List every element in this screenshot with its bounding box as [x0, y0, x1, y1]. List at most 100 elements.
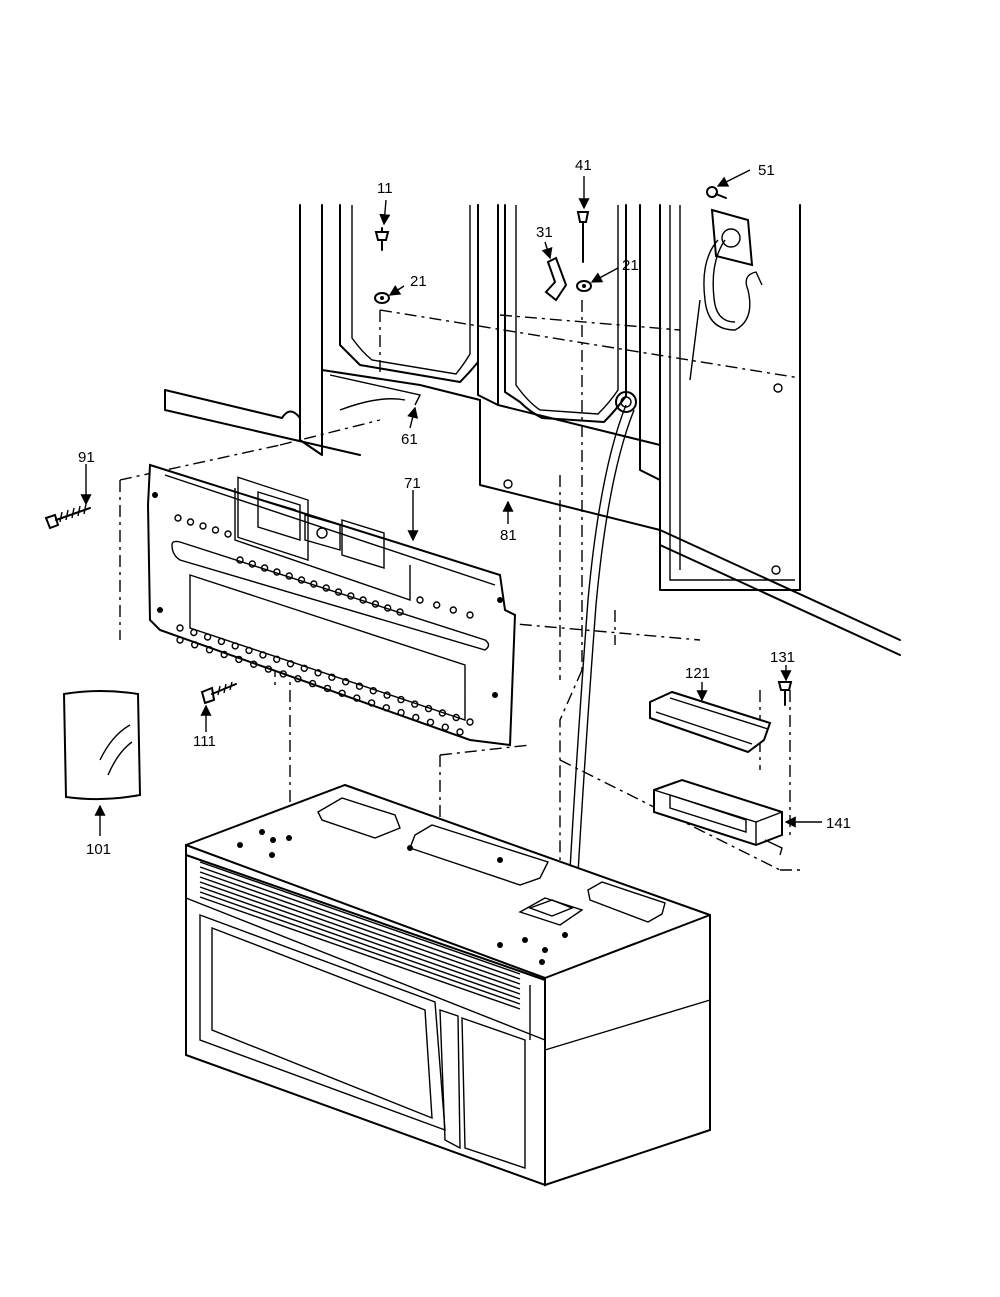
- plate-hole: [382, 704, 390, 712]
- plate-hole: [456, 728, 464, 736]
- plate-hole: [383, 691, 391, 699]
- plate-hole: [397, 695, 405, 704]
- cabinet-bottom: [164, 369, 661, 531]
- callout-141: 141: [826, 815, 851, 832]
- callout-21b: 21: [622, 257, 639, 274]
- plate-hole: [224, 530, 232, 538]
- plate-hole: [353, 694, 361, 702]
- vent-slot: [199, 861, 521, 975]
- plate-hole: [236, 556, 244, 564]
- screw-11: [374, 227, 390, 251]
- plate-hole: [217, 637, 226, 646]
- plate-hole: [466, 718, 474, 726]
- plate-hole: [338, 689, 346, 697]
- callout-labels: 11 21 31 41 21 51 61 71 81 91 101 111 12…: [78, 157, 851, 858]
- plate-hole: [273, 655, 281, 663]
- plate-hole: [220, 650, 228, 659]
- plate-hole: [205, 646, 214, 654]
- plate-hole: [322, 584, 330, 592]
- plate-hole: [369, 687, 377, 695]
- washer-21b: [576, 280, 592, 292]
- mounting-plate: [146, 463, 517, 747]
- plate-hole: [260, 564, 269, 572]
- vent-slot: [199, 876, 521, 990]
- microwave: [185, 783, 711, 1187]
- vent-slot: [199, 896, 521, 1010]
- plate-hole: [412, 713, 420, 722]
- callout-21a: 21: [410, 273, 427, 290]
- wall-outlet: [689, 208, 763, 381]
- washer-21a: [374, 292, 390, 304]
- plate-hole: [355, 682, 364, 690]
- callout-31: 31: [536, 224, 553, 241]
- plate-hole: [411, 700, 419, 708]
- plate-hole: [367, 699, 376, 707]
- plate-hole: [342, 678, 350, 686]
- bolt-91: [44, 503, 91, 530]
- plate-hole: [231, 642, 239, 650]
- plate-hole: [441, 723, 449, 731]
- wall-panel: [503, 204, 901, 656]
- power-cord: [567, 391, 637, 909]
- plate-hole: [416, 596, 424, 604]
- plate-hole: [176, 636, 184, 644]
- plate-hole: [466, 611, 474, 619]
- plate-hole: [424, 704, 433, 713]
- plate-hole: [396, 608, 404, 616]
- plate-hole: [199, 522, 207, 530]
- plate-perforations: [174, 514, 474, 736]
- plate-hole: [384, 604, 392, 612]
- vent-slot: [199, 866, 521, 980]
- plate-hole: [300, 664, 308, 672]
- callout-41: 41: [575, 157, 592, 174]
- plate-hole: [279, 670, 287, 678]
- callout-arrows: [80, 169, 822, 836]
- plate-hole: [186, 518, 195, 526]
- plate-hole: [449, 606, 457, 614]
- plate-hole: [323, 684, 332, 693]
- plate-hole: [433, 601, 441, 609]
- plate-hole: [308, 679, 317, 688]
- screw-111: [200, 681, 237, 705]
- wall-cabinet-left: [299, 204, 499, 456]
- callout-91: 91: [78, 449, 95, 466]
- callout-61: 61: [401, 431, 418, 448]
- bolt-41: [576, 211, 590, 263]
- plate-hole: [245, 646, 253, 655]
- plate-hole: [273, 568, 281, 576]
- callout-11: 11: [377, 180, 393, 197]
- plate-hole: [297, 576, 306, 584]
- vent-slot: [199, 881, 521, 995]
- filter-121: [649, 690, 772, 754]
- plate-hole: [286, 660, 295, 668]
- plate-hole: [371, 600, 380, 608]
- plate-hole: [190, 628, 198, 637]
- plate-hole: [397, 708, 405, 717]
- plate-hole: [264, 665, 273, 673]
- plate-hole: [452, 713, 460, 722]
- plate-hole: [174, 514, 182, 522]
- plate-hole: [328, 673, 336, 681]
- callout-121: 121: [685, 665, 710, 682]
- plate-hole: [190, 641, 199, 649]
- plate-hole: [347, 592, 355, 600]
- callout-101: 101: [86, 841, 111, 858]
- plate-hole: [426, 718, 435, 726]
- plate-hole: [203, 633, 212, 641]
- callout-81: 81: [500, 527, 517, 544]
- vent-slot: [199, 886, 521, 1000]
- plate-hole: [334, 588, 343, 596]
- screw-51: [706, 186, 727, 199]
- vent-slot: [199, 891, 521, 1005]
- installation-template-bag: [62, 690, 142, 801]
- plate-hole: [176, 624, 184, 632]
- plate-hole: [314, 669, 322, 677]
- plate-hole: [359, 596, 367, 604]
- plate-hole: [294, 675, 302, 683]
- bracket-31: [544, 256, 568, 302]
- callout-131: 131: [770, 649, 795, 666]
- plate-hole: [211, 526, 220, 534]
- bracket-141: [653, 778, 783, 856]
- microwave-vent-grille: [199, 861, 521, 1010]
